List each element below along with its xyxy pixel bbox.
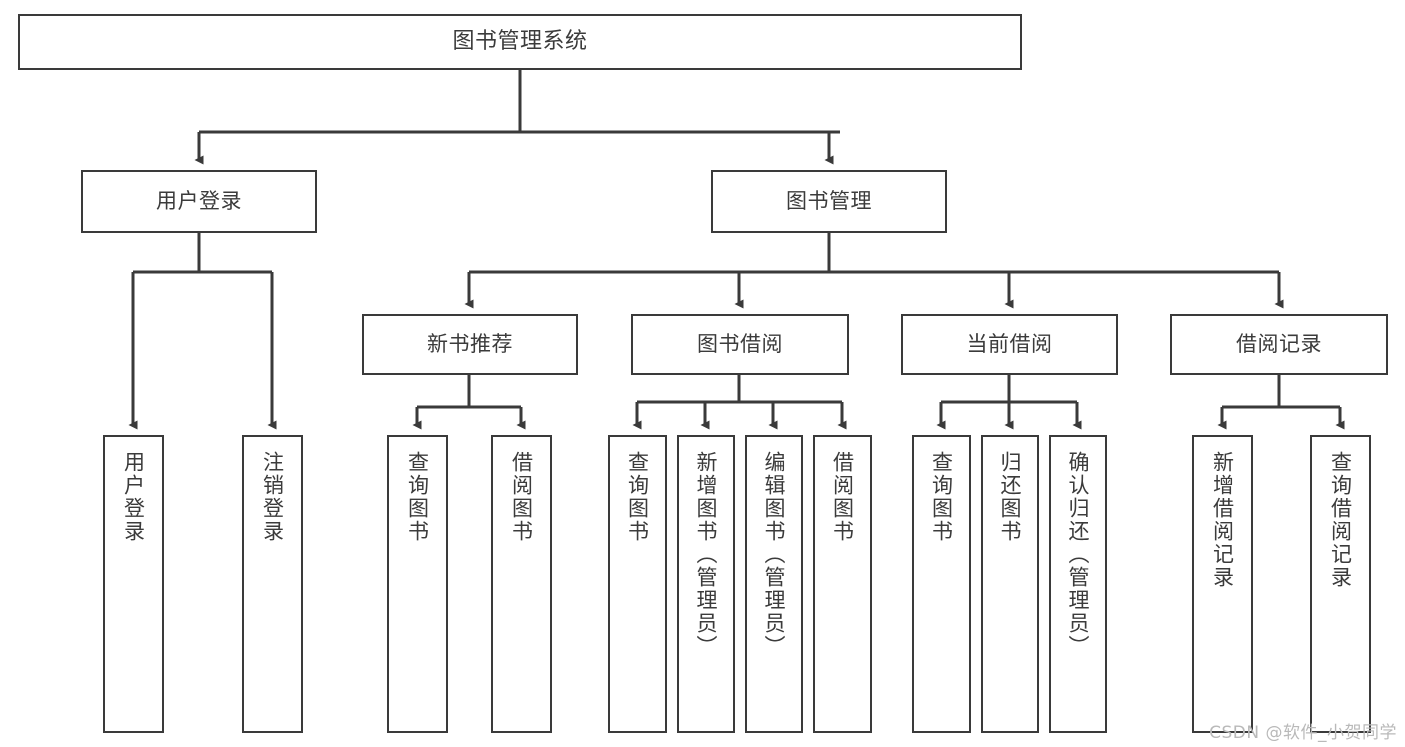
leaf-query-borrow-record[interactable]: 查询借阅记录: [1310, 435, 1371, 733]
node-label: 查询借阅记录: [1328, 451, 1353, 589]
node-label: 用户登录: [156, 189, 242, 214]
node-label: 借阅记录: [1236, 332, 1322, 357]
node-label: 查询图书: [405, 451, 430, 543]
node-user-login-module[interactable]: 用户登录: [81, 170, 317, 233]
node-root-system[interactable]: 图书管理系统: [18, 14, 1022, 70]
leaf-confirm-return-admin[interactable]: 确认归还（管理员）: [1049, 435, 1107, 733]
node-label: 图书借阅: [697, 332, 783, 357]
node-label: 用户登录: [121, 451, 146, 543]
node-label: 编辑图书（管理员）: [762, 451, 787, 658]
node-label: 新增借阅记录: [1210, 451, 1235, 589]
leaf-return-book[interactable]: 归还图书: [981, 435, 1039, 733]
leaf-logout[interactable]: 注销登录: [242, 435, 303, 733]
leaf-add-book-admin[interactable]: 新增图书（管理员）: [677, 435, 735, 733]
node-label: 借阅图书: [509, 451, 534, 543]
node-label: 查询图书: [929, 451, 954, 543]
leaf-query-book-recommend[interactable]: 查询图书: [387, 435, 448, 733]
node-book-borrow[interactable]: 图书借阅: [631, 314, 849, 375]
node-book-management-module[interactable]: 图书管理: [711, 170, 947, 233]
node-label: 当前借阅: [966, 332, 1053, 357]
node-label: 借阅图书: [830, 451, 855, 543]
leaf-borrow-book[interactable]: 借阅图书: [813, 435, 872, 733]
watermark: CSDN @软件_小贺同学: [1209, 723, 1397, 743]
leaf-edit-book-admin[interactable]: 编辑图书（管理员）: [745, 435, 803, 733]
node-borrow-record[interactable]: 借阅记录: [1170, 314, 1388, 375]
node-label: 确认归还（管理员）: [1066, 451, 1091, 658]
node-label: 图书管理系统: [452, 29, 588, 55]
node-label: 注销登录: [260, 451, 285, 543]
leaf-add-borrow-record[interactable]: 新增借阅记录: [1192, 435, 1253, 733]
leaf-query-book-current[interactable]: 查询图书: [912, 435, 971, 733]
node-label: 查询图书: [625, 451, 650, 543]
node-new-book-recommend[interactable]: 新书推荐: [362, 314, 578, 375]
node-label: 新增图书（管理员）: [694, 451, 719, 658]
leaf-user-login[interactable]: 用户登录: [103, 435, 164, 733]
node-label: 图书管理: [786, 189, 872, 214]
leaf-query-book-borrow[interactable]: 查询图书: [608, 435, 667, 733]
node-label: 归还图书: [998, 451, 1023, 543]
leaf-borrow-book-recommend[interactable]: 借阅图书: [491, 435, 552, 733]
node-label: 新书推荐: [427, 332, 513, 357]
node-current-borrow[interactable]: 当前借阅: [901, 314, 1118, 375]
